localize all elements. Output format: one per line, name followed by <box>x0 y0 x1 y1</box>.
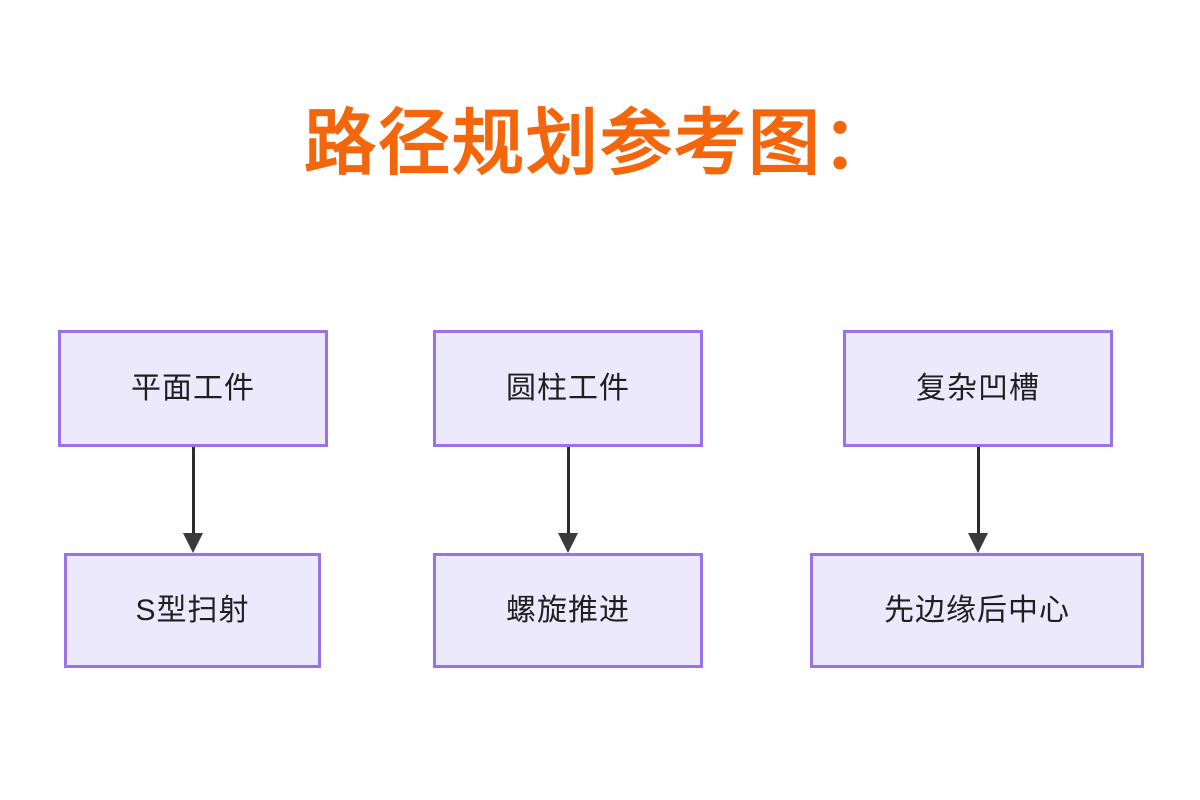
flow-node-complex-groove[interactable]: 复杂凹槽 <box>843 330 1113 447</box>
arrow-down-icon <box>556 447 580 553</box>
arrow-head <box>183 533 203 553</box>
page-title: 路径规划参考图： <box>303 104 896 184</box>
flow-node-label: 圆柱工件 <box>506 371 630 405</box>
flow-node-label: 螺旋推进 <box>506 593 630 627</box>
arrow-shaft <box>567 447 570 533</box>
flow-node-label: 先边缘后中心 <box>884 593 1070 627</box>
arrow-down-icon <box>181 447 205 553</box>
flow-node-label: 复杂凹槽 <box>916 371 1040 405</box>
arrow-head <box>558 533 578 553</box>
arrow-down-icon <box>966 447 990 553</box>
arrow-shaft <box>192 447 195 533</box>
arrow-shaft <box>977 447 980 533</box>
flow-node-spiral-advance[interactable]: 螺旋推进 <box>433 553 703 668</box>
flow-node-edge-then-center[interactable]: 先边缘后中心 <box>810 553 1144 668</box>
arrow-head <box>968 533 988 553</box>
flow-node-cylindrical-workpiece[interactable]: 圆柱工件 <box>433 330 703 447</box>
flow-node-label: S型扫射 <box>135 593 250 627</box>
flow-node-s-scan[interactable]: S型扫射 <box>64 553 321 668</box>
flow-node-label: 平面工件 <box>131 371 255 405</box>
flow-node-flat-workpiece[interactable]: 平面工件 <box>58 330 328 447</box>
